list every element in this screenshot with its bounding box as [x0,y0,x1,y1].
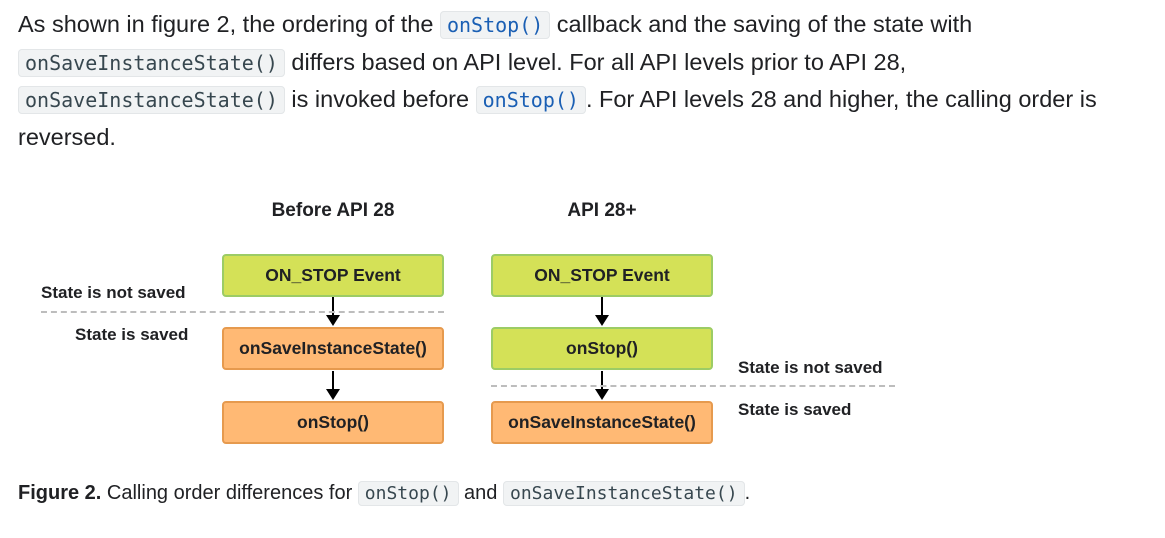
caption-label: Figure 2. [18,482,102,504]
text: and [458,482,503,504]
left-label-not-saved: State is not saved [41,283,186,302]
text: Calling order differences for [101,482,358,504]
onstop-code: onStop() [357,481,459,506]
left-label-saved: State is saved [75,325,189,344]
right-onstop-box: onStop() [491,327,713,370]
onstop-code-link[interactable]: onStop() [475,86,586,114]
onsaveinstancestate-code: onSaveInstanceState() [18,86,285,114]
text: . For API levels 28 and higher, the call… [18,86,1097,150]
arrow-down-icon [595,297,609,326]
text: differs based on API level. For all API … [284,48,907,75]
onsaveinstancestate-code: onSaveInstanceState() [502,481,745,506]
arrow-down-icon [326,371,340,400]
heading-before-api-28: Before API 28 [271,200,395,221]
arrow-down-icon [326,297,340,326]
right-label-saved: State is saved [738,400,852,419]
text: is invoked before [284,86,476,112]
right-on-stop-event-box: ON_STOP Event [491,254,713,297]
left-on-stop-event-box: ON_STOP Event [222,254,444,297]
onstop-code-link[interactable]: onStop() [439,11,551,39]
right-onsaveinstancestate-box: onSaveInstanceState() [491,401,713,444]
text: callback and the saving of the state wit… [550,11,973,37]
heading-api-28-plus: API 28+ [567,200,637,221]
left-onsaveinstancestate-box: onSaveInstanceState() [222,327,444,370]
right-state-divider [491,385,895,387]
text: . [744,482,751,504]
intro-paragraph: As shown in figure 2, the ordering of th… [18,6,1148,155]
figure-caption: Figure 2. Calling order differences for … [18,478,750,509]
left-onstop-box: onStop() [222,401,444,444]
arrow-down-icon [595,371,609,400]
right-label-not-saved: State is not saved [738,358,883,377]
onsaveinstancestate-code: onSaveInstanceState() [18,48,285,77]
text: As shown in figure 2, the ordering of th… [18,11,440,37]
left-state-divider [41,311,444,313]
